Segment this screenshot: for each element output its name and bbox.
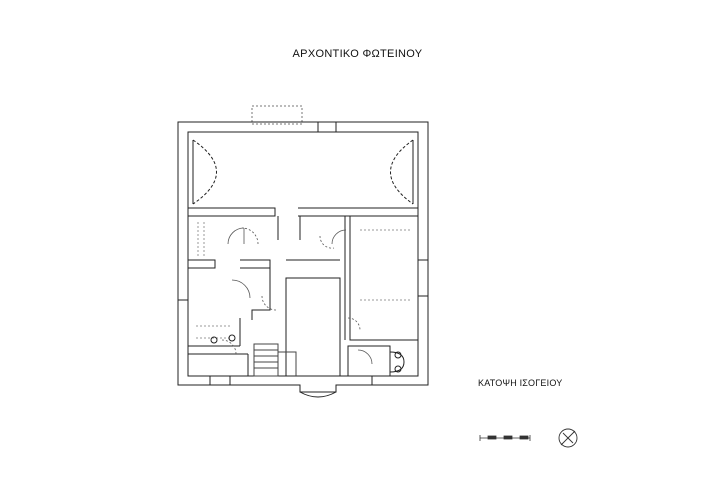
left-room-wall (188, 259, 216, 269)
chimney (251, 105, 303, 125)
small-room (347, 345, 391, 377)
staircase (253, 343, 297, 377)
hall-arch-left (192, 139, 217, 205)
drawing-title: ΑΡΧΟΝΤΙΚΟ ΦΩΤΕΙΝΟΥ (292, 48, 423, 60)
plan-label: ΚΑΤΟΨΗ ΙΣΟΓΕΙΟΥ (478, 378, 563, 388)
entrance (299, 391, 337, 398)
central-room (285, 277, 341, 377)
hall-wall (188, 207, 276, 217)
scale-bar-icon (479, 435, 531, 441)
niche (389, 351, 405, 373)
outer-wall-inner (187, 131, 419, 377)
hall-arch-right (390, 139, 414, 205)
north-arrow-icon (558, 428, 578, 448)
right-room (349, 215, 419, 341)
door-swing (227, 227, 245, 245)
